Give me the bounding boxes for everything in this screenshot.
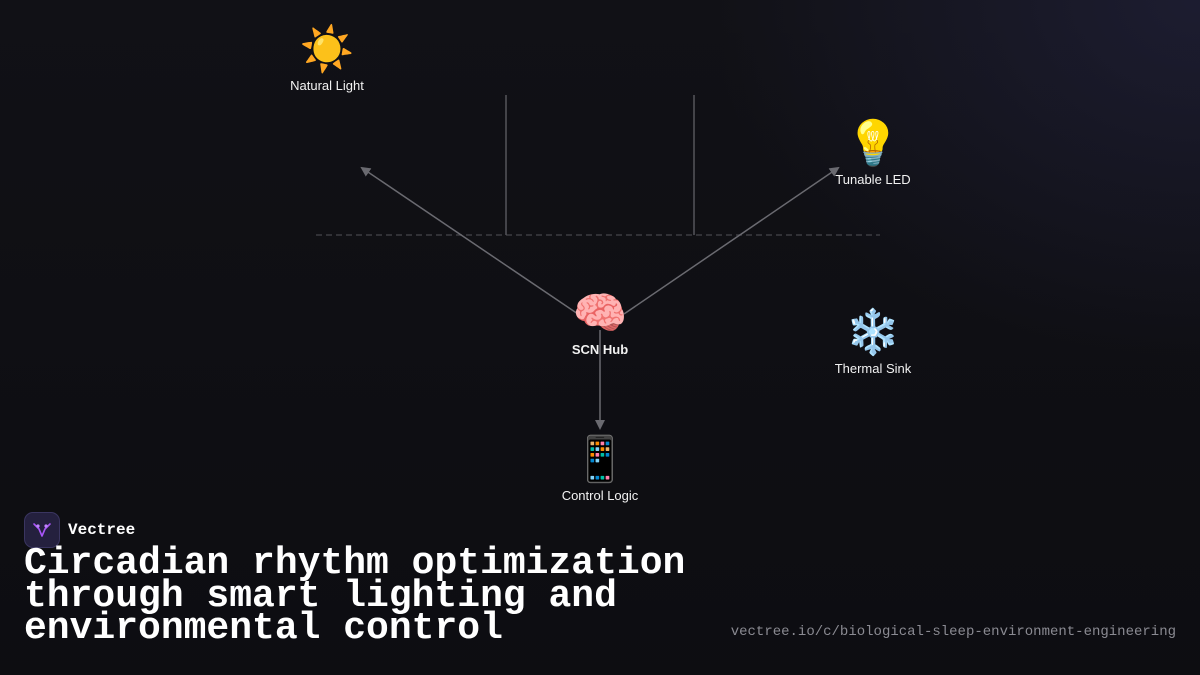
source-url[interactable]: vectree.io/c/biological-sleep-environmen… [730,624,1176,640]
edge-hub-to-tunable-led [623,166,840,315]
mobile-phone-icon: 📱 [572,434,628,485]
page-title: Circadian rhythm optimization through sm… [24,542,686,650]
node-label: SCN Hub [571,342,629,357]
node-control-logic: 📱 Control Logic [530,434,670,503]
edge-hub-to-natural-light [360,166,579,315]
node-scn-hub: 🧠 SCN Hub [530,288,670,357]
node-label: Control Logic [561,488,639,503]
snowflake-icon: ❄️ [845,307,901,358]
light-bulb-icon: 💡 [845,118,901,169]
node-label: Tunable LED [835,172,911,187]
node-natural-light: ☀️ Natural Light [257,24,397,93]
node-tunable-led: 💡 Tunable LED [803,118,943,187]
node-label: Thermal Sink [834,361,912,376]
vectree-logo-icon [24,512,60,548]
brain-icon: 🧠 [572,288,628,339]
node-label: Natural Light [290,78,364,93]
sun-icon: ☀️ [299,24,355,75]
brand-name: Vectree [68,521,136,539]
node-thermal-sink: ❄️ Thermal Sink [803,307,943,376]
brand: Vectree [24,512,135,548]
